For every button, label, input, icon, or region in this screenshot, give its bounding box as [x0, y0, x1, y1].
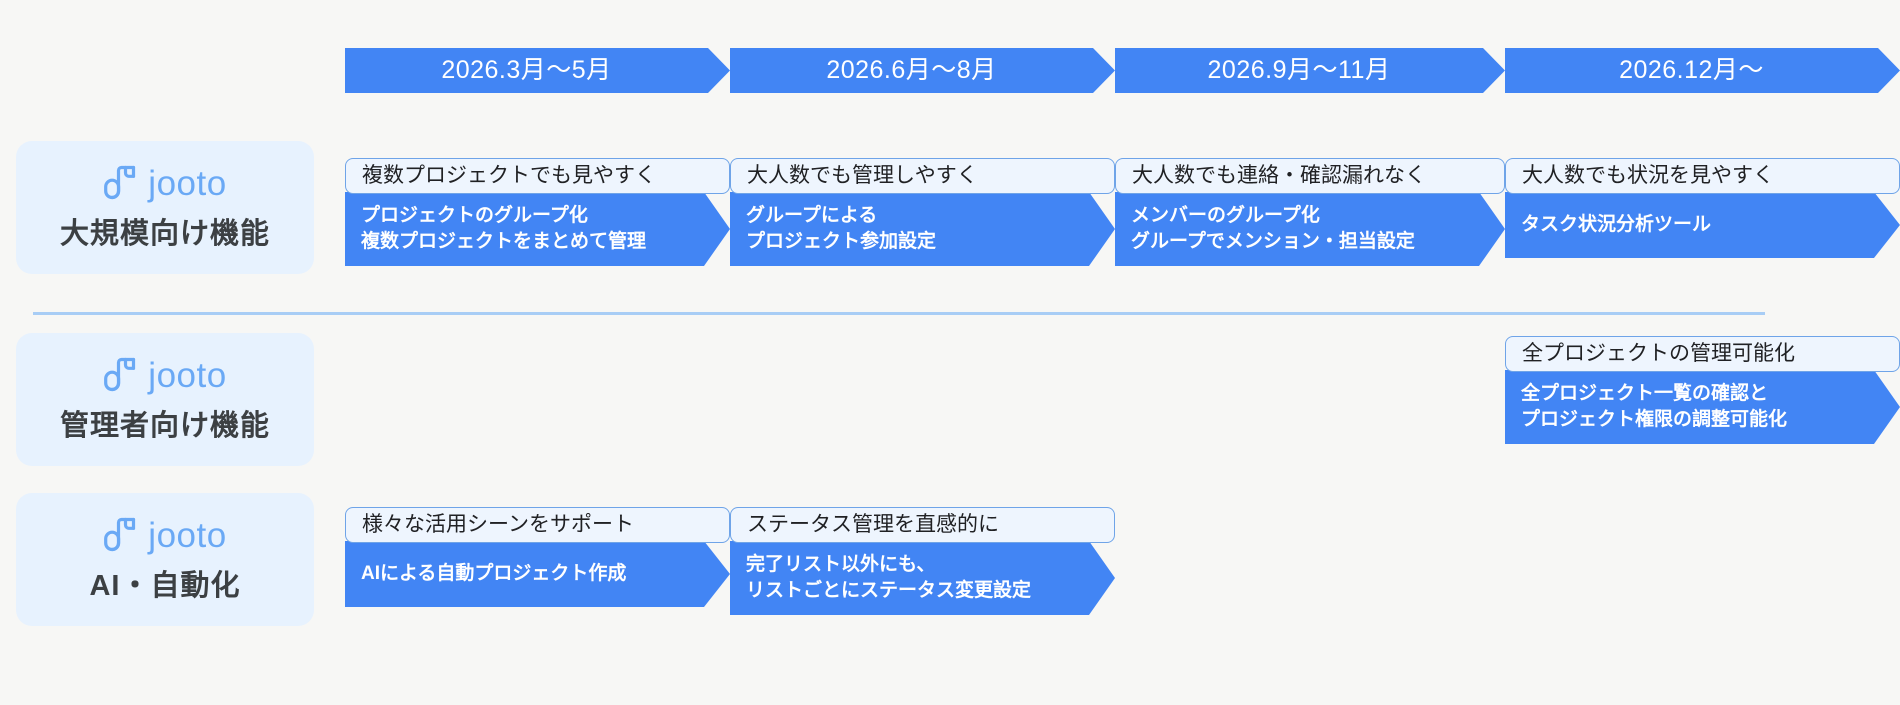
- roadmap-cell-ai-automation-q2[interactable]: ステータス管理を直感的に完了リスト以外にも、リストごとにステータス変更設定: [730, 507, 1115, 615]
- roadmap-cell-large-scale-q2[interactable]: 大人数でも管理しやすくグループによるプロジェクト参加設定: [730, 158, 1115, 266]
- section-divider: [33, 312, 1765, 315]
- cell-headline: 大人数でも連絡・確認漏れなく: [1115, 158, 1505, 194]
- cell-feature-line: 全プロジェクト一覧の確認と: [1521, 383, 1769, 404]
- cell-feature-line: プロジェクト権限の調整可能化: [1521, 409, 1788, 430]
- timeline-period-2: 2026.6月〜8月: [730, 48, 1115, 93]
- cell-headline: 様々な活用シーンをサポート: [345, 507, 730, 543]
- cell-feature-line: プロジェクトのグループ化: [361, 205, 588, 226]
- row-label-title: AI・自動化: [89, 569, 241, 602]
- cell-feature-body: グループによるプロジェクト参加設定: [730, 192, 1115, 266]
- roadmap-cell-large-scale-q1[interactable]: 複数プロジェクトでも見やすくプロジェクトのグループ化複数プロジェクトをまとめて管…: [345, 158, 730, 266]
- roadmap-cell-ai-automation-q1[interactable]: 様々な活用シーンをサポート AIによる自動プロジェクト作成: [345, 507, 730, 607]
- cell-feature-body: 完了リスト以外にも、リストごとにステータス変更設定: [730, 541, 1115, 615]
- cell-feature-line: グループでメンション・担当設定: [1131, 231, 1415, 252]
- cell-feature-body: プロジェクトのグループ化複数プロジェクトをまとめて管理: [345, 192, 730, 266]
- cell-feature-body: 全プロジェクト一覧の確認とプロジェクト権限の調整可能化: [1505, 370, 1900, 444]
- row-label-title: 管理者向け機能: [59, 409, 270, 442]
- row-label-admin: jooto 管理者向け機能: [16, 333, 314, 466]
- cell-feature-body: AIによる自動プロジェクト作成: [345, 541, 730, 607]
- roadmap-cell-large-scale-q4[interactable]: 大人数でも状況を見やすくタスク状況分析ツール: [1505, 158, 1900, 258]
- timeline-period-3: 2026.9月〜11月: [1115, 48, 1505, 93]
- cell-feature-line: リストごとにステータス変更設定: [746, 580, 1032, 601]
- cell-feature-line: 完了リスト以外にも、: [746, 554, 936, 575]
- jooto-logo: jooto: [103, 356, 226, 396]
- cell-headline: 大人数でも管理しやすく: [730, 158, 1115, 194]
- cell-feature-line: メンバーのグループ化: [1131, 205, 1320, 226]
- jooto-wordmark: jooto: [148, 164, 227, 203]
- cell-feature-body: タスク状況分析ツール: [1505, 192, 1900, 258]
- cell-headline: 大人数でも状況を見やすく: [1505, 158, 1900, 194]
- roadmap-cell-large-scale-q3[interactable]: 大人数でも連絡・確認漏れなくメンバーのグループ化グループでメンション・担当設定: [1115, 158, 1505, 266]
- jooto-logo: jooto: [103, 164, 226, 204]
- row-label-large-scale: jooto 大規模向け機能: [16, 141, 314, 274]
- cell-feature-line: 複数プロジェクトをまとめて管理: [361, 231, 647, 252]
- jooto-logo-icon: [104, 357, 136, 391]
- cell-feature-line: プロジェクト参加設定: [746, 231, 937, 252]
- roadmap-cell-admin-q4[interactable]: 全プロジェクトの管理可能化全プロジェクト一覧の確認とプロジェクト権限の調整可能化: [1505, 336, 1900, 444]
- row-label-title: 大規模向け機能: [59, 217, 270, 250]
- cell-headline: ステータス管理を直感的に: [730, 507, 1115, 543]
- jooto-logo-icon: [104, 165, 136, 199]
- timeline-period-1: 2026.3月〜5月: [345, 48, 730, 93]
- cell-feature-line: グループによる: [746, 205, 878, 226]
- timeline-period-4: 2026.12月〜: [1505, 48, 1900, 93]
- cell-feature-line: AIによる自動プロジェクト作成: [361, 563, 627, 584]
- cell-feature-body: メンバーのグループ化グループでメンション・担当設定: [1115, 192, 1505, 266]
- jooto-logo-icon: [104, 517, 136, 551]
- jooto-wordmark: jooto: [148, 356, 227, 395]
- jooto-logo: jooto: [103, 516, 226, 556]
- cell-headline: 複数プロジェクトでも見やすく: [345, 158, 730, 194]
- jooto-wordmark: jooto: [148, 516, 227, 555]
- cell-headline: 全プロジェクトの管理可能化: [1505, 336, 1900, 372]
- cell-feature-line: タスク状況分析ツール: [1521, 214, 1712, 235]
